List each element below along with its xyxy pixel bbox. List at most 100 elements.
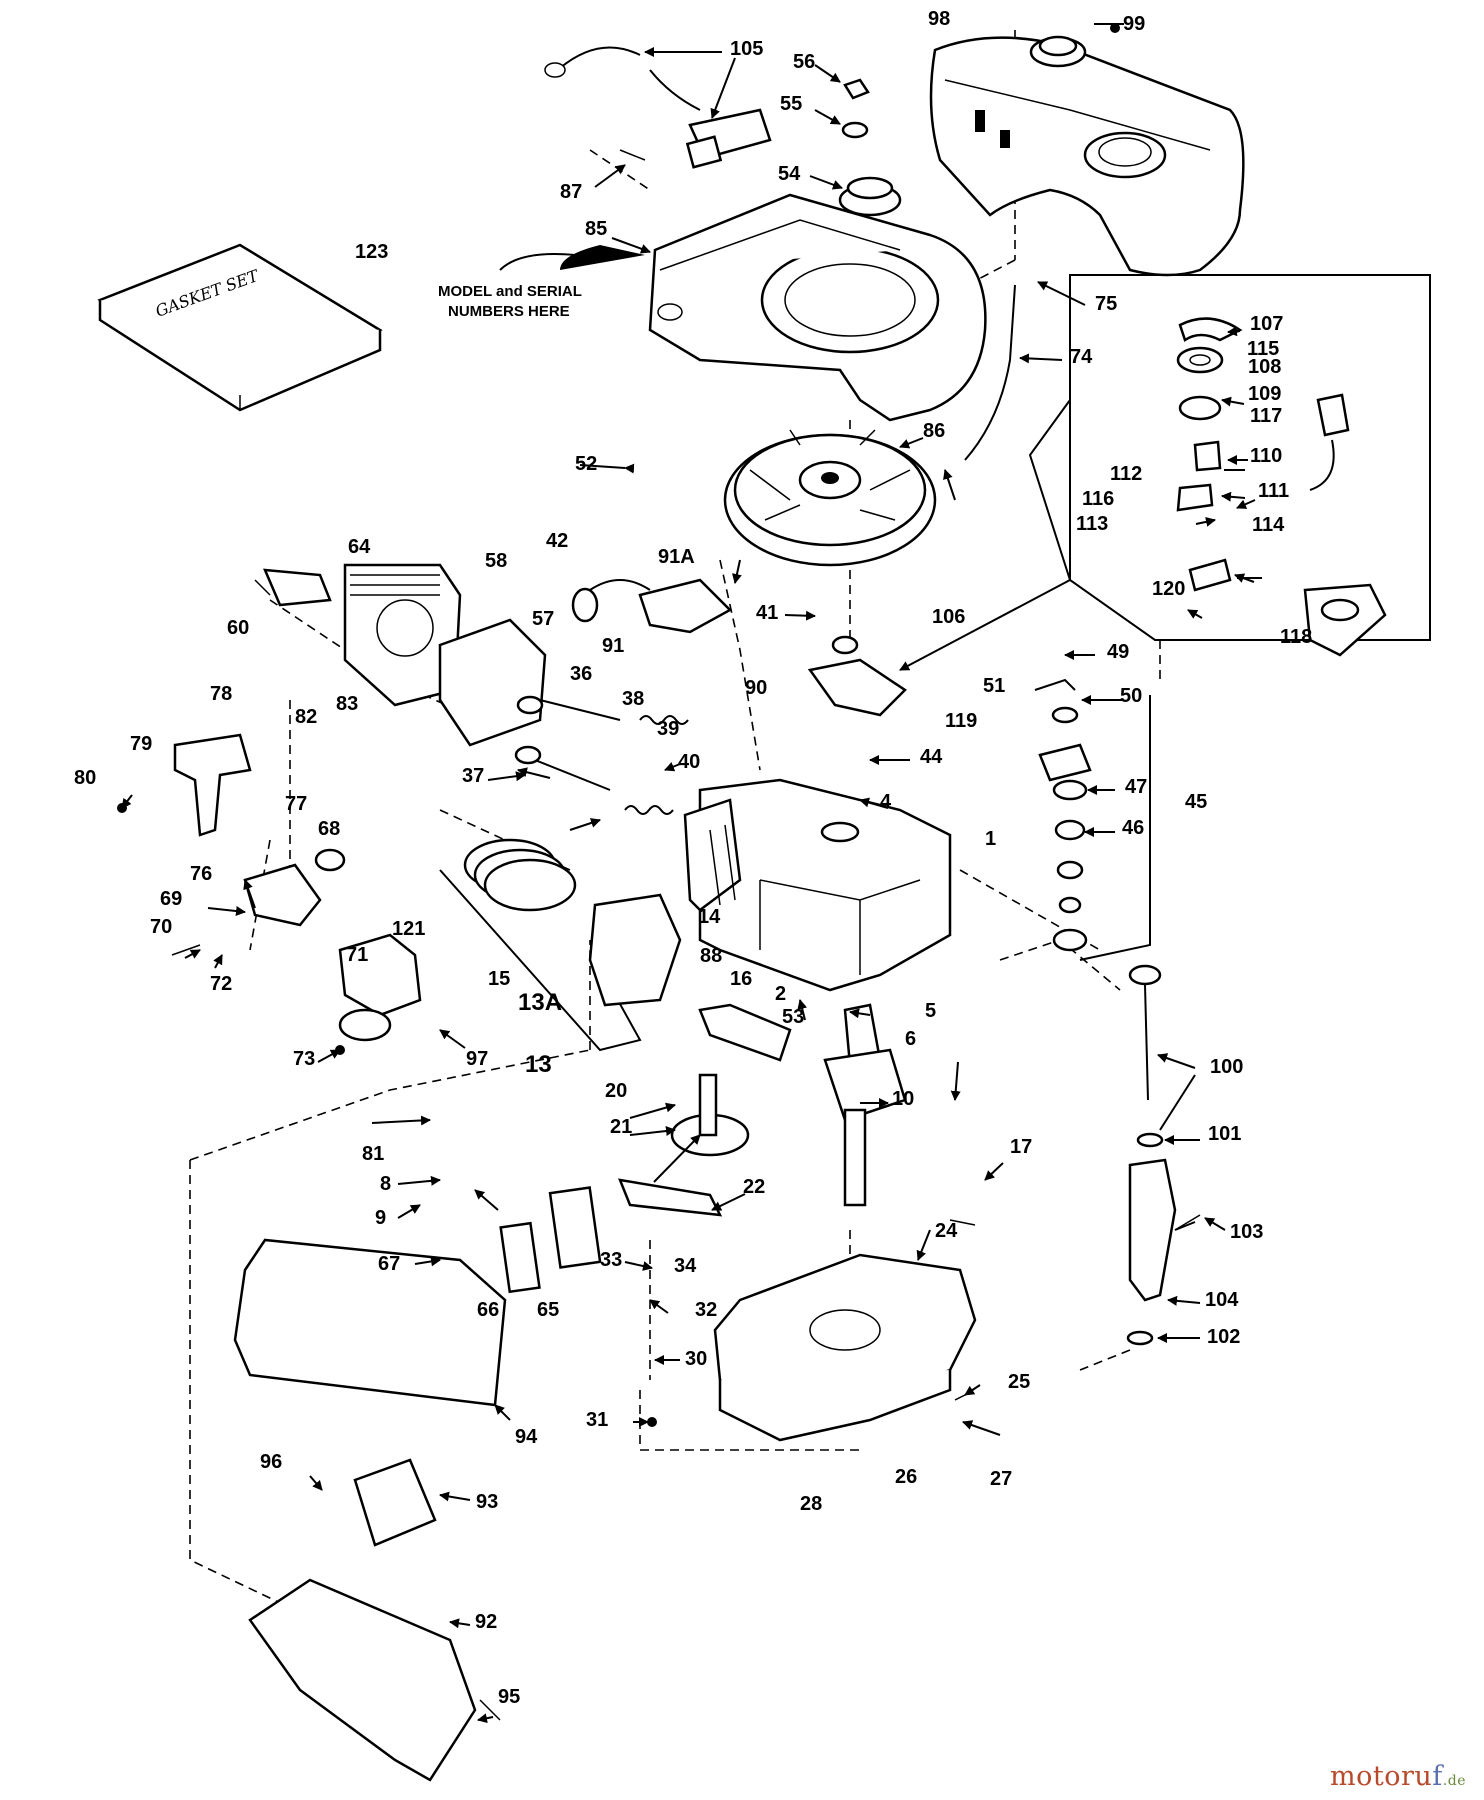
callout-5: 5 [925, 1000, 936, 1022]
connecting-rod [698, 1003, 792, 1062]
callout-101: 101 [1208, 1123, 1241, 1145]
callout-13: 13 [525, 1051, 552, 1078]
callout-96: 96 [260, 1451, 282, 1473]
valve-springs [624, 715, 689, 815]
callout-104: 104 [1205, 1289, 1239, 1311]
watermark: motoruf.de [1330, 1761, 1466, 1792]
bracket-45 [1079, 695, 1151, 961]
callout-8: 8 [380, 1173, 391, 1195]
callout-120: 120 [1152, 578, 1185, 600]
callout-17: 17 [1010, 1136, 1032, 1158]
fuel-line [964, 284, 1016, 461]
callout-83: 83 [336, 693, 358, 715]
callout-113: 113 [1076, 513, 1108, 535]
callout-52: 52 [575, 453, 597, 475]
callout-57: 57 [532, 608, 554, 630]
rewind-starter-parts [838, 78, 902, 217]
watermark-part3: .de [1442, 1773, 1466, 1789]
part-68 [314, 848, 346, 872]
callout-75: 75 [1095, 293, 1117, 315]
callout-72: 72 [210, 973, 232, 995]
inset-pointer-arrow [899, 579, 1071, 671]
valves [514, 695, 621, 791]
callout-36: 36 [570, 663, 592, 685]
inset-parts [1176, 317, 1387, 657]
callout-93: 93 [476, 1491, 498, 1513]
cylinder-block [683, 778, 952, 992]
callout-123: 123 [355, 241, 388, 263]
callout-58: 58 [485, 550, 507, 572]
callout-102: 102 [1207, 1326, 1240, 1348]
callout-73: 73 [293, 1048, 315, 1070]
callout-24: 24 [935, 1220, 958, 1242]
callout-109: 109 [1248, 383, 1281, 405]
callout-71: 71 [346, 944, 368, 966]
dipstick [1128, 964, 1164, 1148]
callout-16: 16 [730, 968, 752, 990]
callout-41: 41 [756, 602, 778, 624]
callout-88: 88 [700, 945, 722, 967]
callout-27: 27 [990, 1468, 1012, 1490]
callout-32: 32 [695, 1299, 717, 1321]
callout-64: 64 [348, 536, 371, 558]
control-bracket [173, 733, 252, 837]
callout-26: 26 [895, 1466, 917, 1488]
callout-103: 103 [1230, 1221, 1263, 1243]
blower-housing [648, 193, 987, 422]
callout-22: 22 [743, 1176, 765, 1198]
callout-67: 67 [378, 1253, 400, 1275]
callout-105: 105 [730, 38, 763, 60]
callout-81: 81 [362, 1143, 384, 1165]
cylinder-head [343, 563, 462, 707]
air-cleaner-base [248, 1578, 477, 1782]
piston-rings [463, 838, 577, 912]
callout-76: 76 [190, 863, 212, 885]
callout-99: 99 [1123, 13, 1145, 35]
callout-78: 78 [210, 683, 232, 705]
callout-46: 46 [1122, 817, 1144, 839]
carburetor [338, 933, 422, 1042]
callout-85: 85 [585, 218, 607, 240]
callout-6: 6 [905, 1028, 916, 1050]
callout-56: 56 [793, 51, 815, 73]
callout-14: 14 [698, 906, 721, 928]
callout-1: 1 [985, 828, 996, 850]
air-filter [353, 1458, 437, 1547]
lever-22 [618, 1178, 723, 1217]
callout-51: 51 [983, 675, 1005, 697]
callout-106: 106 [932, 606, 965, 628]
governor-shaft [831, 635, 859, 655]
tube-50 [1034, 678, 1076, 691]
callout-47: 47 [1125, 776, 1147, 798]
callout-15: 15 [488, 968, 510, 990]
flywheel [723, 429, 937, 567]
callout-30: 30 [685, 1348, 707, 1370]
callout-13a: 13A [518, 989, 562, 1016]
oring-102 [1126, 1330, 1154, 1346]
callout-115: 115 [1247, 338, 1279, 360]
callout-34: 34 [674, 1255, 697, 1277]
callout-10: 10 [892, 1088, 914, 1110]
callout-94: 94 [515, 1426, 538, 1448]
callout-54: 54 [778, 163, 801, 185]
callout-45: 45 [1185, 791, 1207, 813]
callout-69: 69 [160, 888, 182, 910]
callout-91: 91 [602, 635, 624, 657]
callout-121: 121 [392, 918, 425, 940]
callout-65: 65 [537, 1299, 559, 1321]
intake-69 [243, 863, 322, 927]
model-note-line1: MODEL and SERIAL [438, 283, 582, 300]
watermark-part1: motoru [1330, 1761, 1433, 1792]
callout-37: 37 [462, 765, 484, 787]
callout-44: 44 [920, 746, 943, 768]
callout-111: 111 [1258, 480, 1289, 502]
callout-110: 110 [1250, 445, 1282, 467]
model-note-line2: NUMBERS HERE [448, 303, 570, 320]
spark-plug [263, 568, 332, 607]
callout-119: 119 [945, 710, 977, 732]
watermark-part2: f [1432, 1761, 1443, 1792]
ignition-module [638, 578, 733, 634]
callout-21: 21 [610, 1116, 632, 1138]
head-gasket [438, 618, 547, 747]
